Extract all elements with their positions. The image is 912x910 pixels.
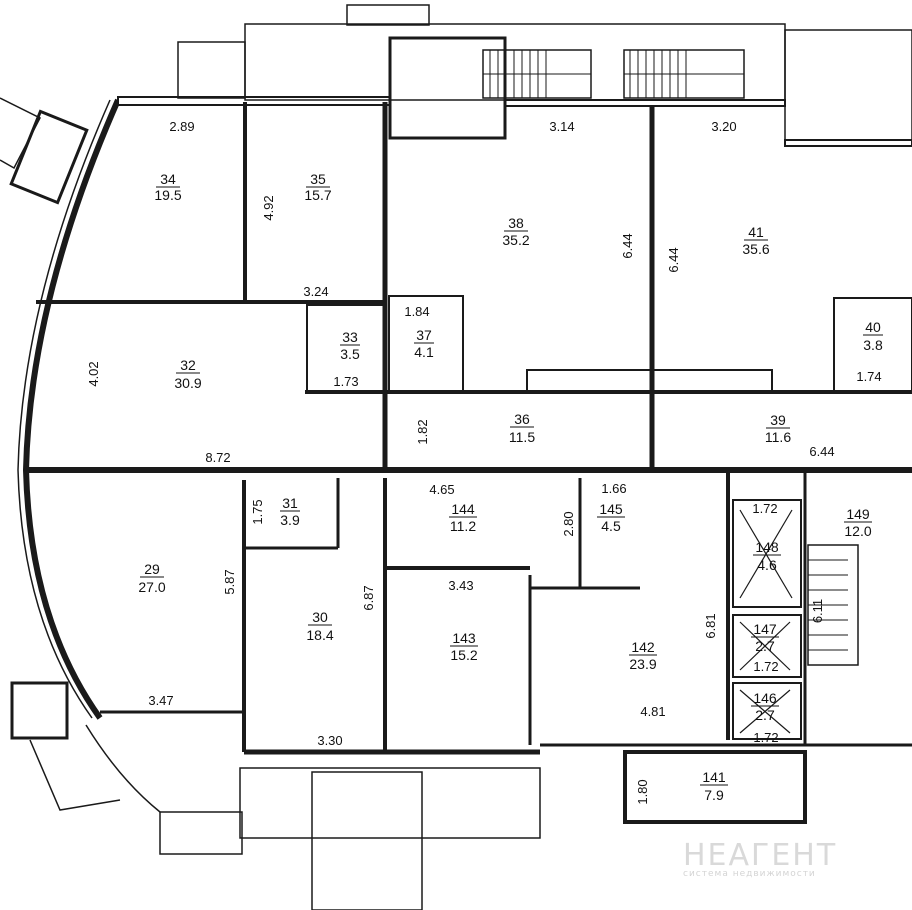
room-30-number: 30 (312, 609, 328, 625)
dimension-label: 3.14 (549, 119, 574, 134)
dimension-label: 3.20 (711, 119, 736, 134)
dimension-label: 2.89 (169, 119, 194, 134)
dimension-label: 1.75 (250, 499, 265, 524)
room-147-area: 2.7 (755, 638, 775, 654)
room-146-area: 2.7 (755, 707, 775, 723)
room-144-area: 11.2 (450, 518, 476, 534)
dimension-label: 1.84 (404, 304, 429, 319)
dimension-label: 3.24 (303, 284, 328, 299)
room-145-number: 145 (599, 501, 623, 517)
dimension-label: 3.43 (448, 578, 473, 593)
room-141-number: 141 (702, 769, 726, 785)
room-35-number: 35 (310, 171, 326, 187)
dimension-label: 6.44 (620, 233, 635, 258)
dimension-label: 4.65 (429, 482, 454, 497)
room-40-area: 3.8 (863, 337, 883, 353)
room-148-area: 4.6 (757, 557, 777, 573)
room-143-number: 143 (452, 630, 476, 646)
room-41-number: 41 (748, 224, 764, 240)
room-35-area: 15.7 (304, 187, 331, 203)
dimension-label: 1.74 (856, 369, 881, 384)
walls (0, 4, 912, 910)
room-141-area: 7.9 (704, 787, 724, 803)
watermark-title: НЕАГЕНТ (683, 838, 838, 873)
room-142-number: 142 (631, 639, 655, 655)
dimension-label: 1.72 (753, 730, 778, 745)
dimension-label: 1.82 (415, 419, 430, 444)
dimension-label: 1.73 (333, 374, 358, 389)
room-labels: 34 19.5 35 15.7 38 35.2 41 35.6 32 30.9 … (138, 171, 883, 803)
dimension-label: 4.02 (86, 361, 101, 386)
room-32-number: 32 (180, 357, 196, 373)
watermark-subtitle: система недвижимости (683, 869, 816, 879)
dimension-label: 1.72 (752, 501, 777, 516)
room-143-area: 15.2 (450, 647, 477, 663)
room-41-area: 35.6 (742, 241, 769, 257)
room-39-number: 39 (770, 412, 786, 428)
dimension-label: 3.47 (148, 693, 173, 708)
room-39-area: 11.6 (765, 429, 791, 445)
dimension-label: 4.81 (640, 704, 665, 719)
room-146-number: 146 (753, 690, 777, 706)
room-33-number: 33 (342, 329, 358, 345)
dimension-label: 6.81 (703, 613, 718, 638)
room-147-number: 147 (753, 621, 777, 637)
dimension-label: 5.87 (222, 569, 237, 594)
room-148-number: 148 (755, 539, 779, 555)
room-31-number: 31 (282, 495, 298, 511)
room-31-area: 3.9 (280, 512, 300, 528)
dimension-label: 1.72 (753, 659, 778, 674)
watermark-logo: НЕАГЕНТ система недвижимости (683, 838, 883, 888)
dimension-label: 3.30 (317, 733, 342, 748)
dimension-label: 6.11 (810, 599, 825, 623)
room-32-area: 30.9 (174, 375, 201, 391)
dimension-label: 1.80 (635, 779, 650, 804)
room-33-area: 3.5 (340, 346, 360, 362)
dimension-label: 4.92 (261, 195, 276, 220)
dimension-labels: 2.89 3.14 3.20 4.92 6.44 6.44 3.24 1.84 … (86, 119, 882, 805)
dimension-label: 8.72 (205, 450, 230, 465)
dimension-label: 6.87 (361, 585, 376, 610)
room-149-area: 12.0 (844, 523, 871, 539)
room-40-number: 40 (865, 319, 881, 335)
room-34-number: 34 (160, 171, 176, 187)
room-36-area: 11.5 (509, 429, 535, 445)
room-144-number: 144 (451, 501, 475, 517)
dimension-label: 6.44 (809, 444, 834, 459)
room-29-number: 29 (144, 561, 160, 577)
room-149-number: 149 (846, 506, 870, 522)
dimension-label: 6.44 (666, 247, 681, 272)
room-30-area: 18.4 (306, 627, 333, 643)
room-36-number: 36 (514, 411, 530, 427)
room-142-area: 23.9 (629, 656, 656, 672)
dimension-label: 1.66 (601, 481, 626, 496)
room-145-area: 4.5 (601, 518, 621, 534)
room-37-area: 4.1 (414, 344, 434, 360)
room-38-number: 38 (508, 215, 524, 231)
room-29-area: 27.0 (138, 579, 165, 595)
room-38-area: 35.2 (502, 232, 529, 248)
room-37-number: 37 (416, 327, 432, 343)
dimension-label: 2.80 (561, 511, 576, 536)
room-34-area: 19.5 (154, 187, 181, 203)
